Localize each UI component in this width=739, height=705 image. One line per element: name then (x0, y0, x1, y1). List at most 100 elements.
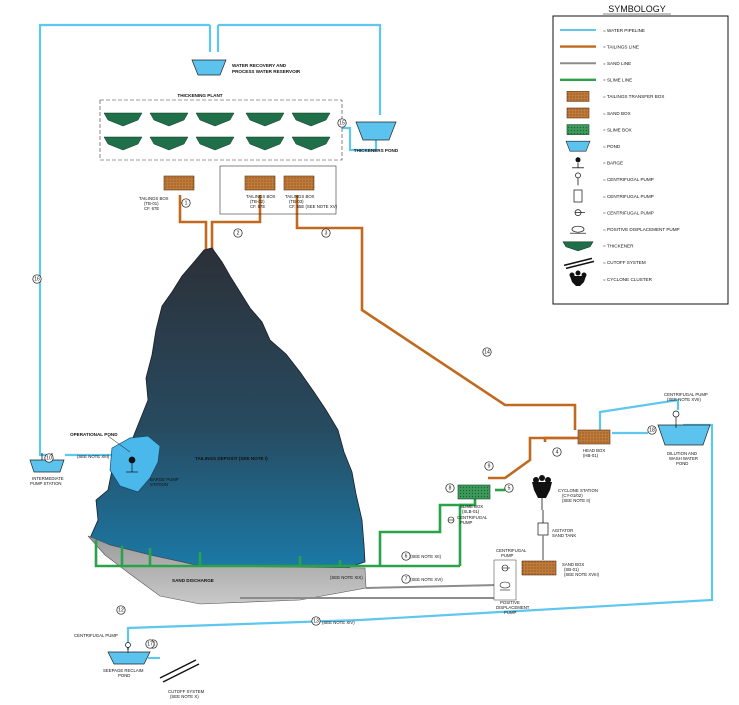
sand-box-label-3: (SEE NOTE XVIII) (564, 572, 600, 577)
agitator-label-1: AGITATOR (552, 528, 573, 533)
tailings-box-tb03-label-1: TAILINGS BOX (285, 194, 315, 199)
operational-pond: OPERATIONAL POND BARGE PUMP STATION (70, 432, 179, 493)
line-numbers: 123456789101112131415161718 (32, 118, 657, 649)
line-number-6: 6 (401, 551, 411, 561)
tailings-boxes-enclosure (219, 165, 337, 215)
barge-icon (572, 157, 584, 169)
positive-displacement-pump-icon (499, 581, 511, 591)
line-number-2: 2 (233, 228, 243, 238)
seepage-reclaim-pond: CENTRIFUGAL PUMP SEEPAGE RECLAIM POND CU… (74, 633, 205, 699)
cyclone-cluster-icon (532, 475, 552, 510)
cyclone-label-1: CYCLONE STATION (558, 488, 598, 493)
line-number-label: 5 (508, 486, 511, 492)
symbology-item: = CENTRIFUGAL PUMP (574, 209, 654, 216)
line-number-label: 14 (484, 350, 490, 356)
line-number-5: 5 (504, 483, 514, 493)
cutoff-label-1: CUTOFF SYSTEM (168, 689, 205, 694)
line-number-16: 16 (32, 274, 42, 284)
symbology-item: = CYCLONE CLUSTER (569, 270, 653, 286)
line-number-label: 17 (147, 642, 153, 648)
dilution-pond: CENTRIFUGAL PUMP (SEE NOTE XVII) DILUTIO… (657, 392, 711, 466)
operational-pond-label: OPERATIONAL POND (70, 432, 118, 437)
slime-box: SLIME BOX (SLB-01) CENTRIFUGAL PUMP (447, 484, 491, 525)
line-number-12: 12 (116, 605, 126, 615)
line-number-label: 8 (449, 486, 452, 492)
line-number-label: 2 (237, 231, 240, 237)
line-number-label: 9 (488, 464, 491, 470)
cp2-label-2: PUMP (501, 553, 514, 558)
line-number-9: 9 (484, 461, 494, 471)
dilution-label-1: DILUTION AND (667, 451, 697, 456)
tailings-deposit-label: TAILINGS DEPOSIT (SEE NOTE I) (195, 456, 268, 461)
centrifugal-pump-icon-2 (501, 564, 510, 572)
tailings-box-tb01-label-1: TAILINGS BOX (139, 196, 169, 201)
sand-box-label-1: SAND BOX (562, 562, 584, 567)
symbology-item-label: = CENTRIFUGAL PUMP (603, 210, 654, 215)
symbology-item: = SLIME BOX (566, 124, 632, 135)
symbology-item: = POND (565, 140, 621, 152)
centrifugal-pump-small-icon (574, 209, 585, 216)
line-number-label: 1 (185, 201, 188, 207)
cutoff-label-2: (SEE NOTE X) (170, 694, 199, 699)
symbology-item-label: = SLIME BOX (603, 127, 632, 132)
head-box-label-1: HEAD BOX (583, 448, 605, 453)
symbology-item-label: = WATER PIPELINE (603, 28, 645, 33)
line7-note: (SEE NOTE XVI) (410, 577, 443, 582)
cutoff-system-icon (563, 257, 595, 270)
dilution-label-3: POND (676, 461, 688, 466)
tailings-transfer-box-icon (566, 91, 590, 102)
thickener-icon (562, 241, 594, 252)
thickeners-pond-label: THICKENERS POND (354, 148, 399, 153)
line-number-label: 12 (118, 608, 124, 614)
line-number-label: 4 (556, 450, 559, 456)
slime-box-label-1: SLIME BOX (460, 504, 483, 509)
pump-enclosure: CENTRIFUGAL PUMP POSITIVE DISPLACEMENT P… (493, 548, 530, 615)
tailings-box-tb03-label-2: (TB-03) (289, 199, 304, 204)
symbology-item: = CENTRIFUGAL PUMP (573, 189, 654, 203)
intermediate-label-2: PUMP STATION (30, 481, 62, 486)
tailings-box-tb02-label-2: (TB-02) (250, 199, 265, 204)
slime-box-icon (566, 124, 590, 135)
cyclone-cluster-icon (569, 270, 587, 286)
symbology-item: = SAND LINE (560, 61, 631, 66)
symbology-item-label: = POND (603, 144, 621, 149)
symbology-item: = POSITIVE DISPLACEMENT PUMP (570, 225, 680, 234)
symbology-item-label: = SAND BOX (603, 111, 631, 116)
tailings-box-tb02-label-1: TAILINGS BOX (246, 194, 276, 199)
line-number-label: 3 (325, 231, 328, 237)
symbology-item: = TAILINGS TRANSFER BOX (566, 91, 664, 102)
thickeners-row-1 (103, 112, 331, 127)
line-number-4: 4 (552, 447, 562, 457)
sand-box: SAND BOX (SB-01) (SEE NOTE XVIII) (521, 560, 600, 577)
symbology-item: = SAND BOX (566, 107, 631, 119)
symbology-item-label: = TAILINGS TRANSFER BOX (603, 94, 664, 99)
symbology-item-label: = SLIME LINE (603, 78, 632, 83)
line-number-10: 10 (44, 453, 54, 463)
line-number-8: 8 (445, 483, 455, 493)
line-number-17: 17 (145, 639, 155, 649)
intermediate-pump-station: INTERMEDIATE PUMP STATION (SEE NOTE XIII… (29, 453, 110, 486)
symbology-items: = WATER PIPELINE= TAILINGS LINE= SAND LI… (560, 28, 680, 286)
cent-pump-top-label-2: (SEE NOTE XVII) (667, 397, 701, 402)
seepage-label-3: POND (118, 673, 130, 678)
line-number-1: 1 (181, 198, 191, 208)
symbology-item: = WATER PIPELINE (560, 28, 645, 33)
symbology-legend: SYMBOLOGY = WATER PIPELINE= TAILINGS LIN… (552, 4, 729, 305)
centrifugal-pump-small-icon (447, 516, 455, 524)
cent-pump-top-label-1: CENTRIFUGAL PUMP (664, 392, 708, 397)
symbology-item: = CUTOFF SYSTEM (563, 257, 646, 270)
symbology-item-label: = CENTRIFUGAL PUMP (603, 194, 654, 199)
barge-icon (126, 456, 138, 473)
thickeners-row-2 (103, 136, 331, 151)
cutoff-system-icon (159, 659, 200, 683)
symbology-item: = THICKENER (562, 241, 634, 252)
seepage-label-2: SEEPAGE RECLAIM (103, 668, 144, 673)
barge-pump-label-2: STATION (150, 482, 168, 487)
centrifugal-pump-label-2: PUMP (460, 520, 473, 525)
cyclone-label-3: (SEE NOTE II) (562, 498, 591, 503)
tailings-box-tb01-label-2: (TB-01) (144, 201, 159, 206)
slime-lines (94, 488, 505, 568)
see-note-xix: (SEE NOTE XIX) (330, 575, 363, 580)
agitator-label-2: SAND TANK (552, 533, 576, 538)
